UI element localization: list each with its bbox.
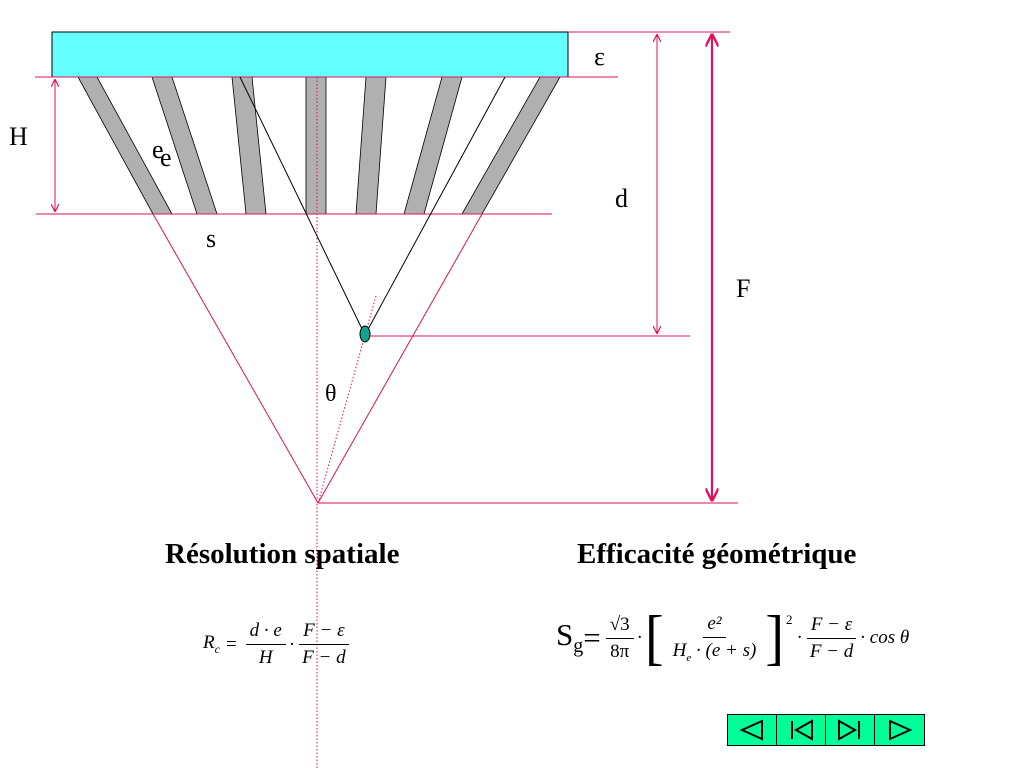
septum [355,76,387,215]
septum [461,76,561,215]
last-slide-button[interactable] [826,715,875,745]
fraction-F-eps-over-F-d: F − ε F − d [298,620,349,669]
label-epsilon: ε [594,42,605,71]
septum [403,76,463,215]
label-d: d [615,184,628,213]
fraction-sqrt3-over-8pi: √3 8π [605,614,634,663]
label-theta: θ [325,381,337,407]
slide-navigation [727,714,925,746]
next-slide-button[interactable] [875,715,924,745]
heading-efficacite-geometrique: Efficacité géométrique [577,538,857,570]
label-e-overlap: e [160,143,172,172]
source-point [359,325,371,343]
reference-lines [35,31,738,504]
septum [231,76,267,215]
fraction-de-over-H: d · e H [245,620,286,669]
septum [305,76,327,215]
skip-first-icon [791,719,813,741]
crystal-block [51,31,569,78]
triangle-left-icon [739,719,763,741]
first-slide-button[interactable] [777,715,826,745]
fraction-F-eps-over-F-d: F − ε F − d [806,614,857,663]
label-s: s [206,224,217,253]
formula-lhs: Rc [203,632,220,656]
fraction-e2-over-He: e² He · (e + s) [672,612,757,664]
skip-last-icon [838,719,860,741]
formula-resolution: Rc = d · e H · F − ε F − d [203,620,353,669]
formula-efficacite: Sg = √3 8π · [ e² He · (e + s) ] 2 · F −… [556,603,910,673]
formula-lhs: Sg [556,617,584,658]
label-e: e [152,135,164,164]
acceptance-lines [239,76,506,334]
collimator-septa [77,76,561,215]
triangle-right-icon [888,719,912,741]
previous-slide-button[interactable] [728,715,777,745]
heading-resolution-spatiale: Résolution spatiale [165,538,400,570]
label-F: F [736,274,751,303]
label-H: H [9,122,28,151]
